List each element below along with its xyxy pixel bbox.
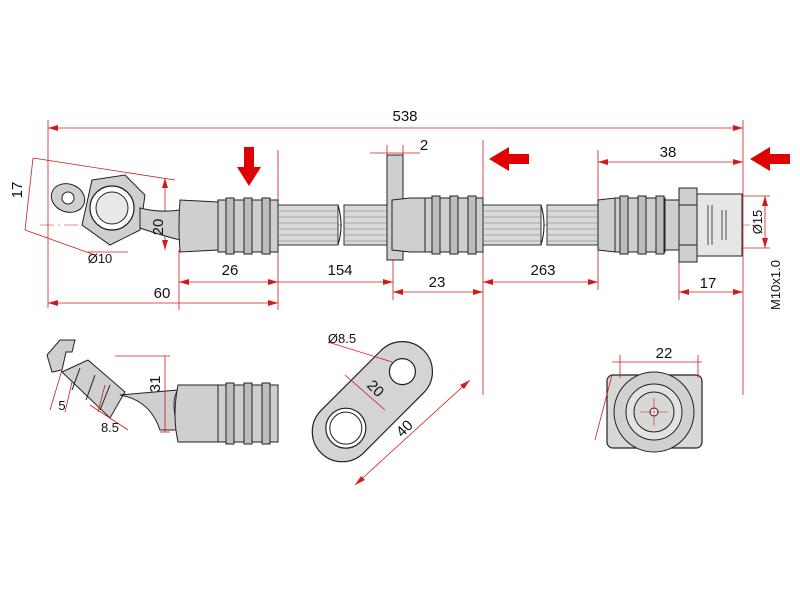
dim-arrowhead xyxy=(268,279,278,285)
leader-line xyxy=(327,341,393,363)
dim-arrowhead xyxy=(162,240,168,250)
dim-arrowhead xyxy=(355,476,365,485)
hose-segment-1 xyxy=(277,204,393,246)
dim-23-label: 23 xyxy=(429,274,446,291)
dim-arrowhead xyxy=(383,279,393,285)
dim-22-label: 22 xyxy=(656,345,673,362)
dim-line-20-bracket xyxy=(344,374,386,411)
dim-38-label: 38 xyxy=(660,144,677,161)
bracket-plate xyxy=(311,340,434,463)
dim-arrowhead xyxy=(588,279,598,285)
dim-arrowhead xyxy=(393,289,403,295)
dim-26-label: 26 xyxy=(222,262,239,279)
dim-line-17-angled xyxy=(24,157,34,231)
crimp-ferrule-right xyxy=(597,195,680,255)
dim-arrowhead xyxy=(473,289,483,295)
hose-segment-2 xyxy=(482,204,599,246)
ext-line xyxy=(49,369,63,411)
ext-line xyxy=(24,229,96,256)
dim-hole-label: Ø8.5 xyxy=(328,331,356,346)
dim-31-label: 31 xyxy=(147,376,164,393)
mid-bracket-fitting xyxy=(386,154,484,261)
dim-17-angled-label: 17 xyxy=(9,182,26,199)
dim-263-label: 263 xyxy=(530,262,555,279)
dim-arrowhead xyxy=(48,300,58,306)
dim-arrowhead xyxy=(48,125,58,131)
tube-nut xyxy=(678,187,743,263)
dim-arrowhead xyxy=(268,300,278,306)
dim-arrowhead xyxy=(598,159,608,165)
dim-arrowhead xyxy=(733,125,743,131)
crimp-ferrule-left xyxy=(178,197,279,255)
dim-60-label: 60 xyxy=(154,285,171,302)
dim-17-end-label: 17 xyxy=(700,275,717,292)
dim-5-label: 5 xyxy=(58,398,65,413)
banjo-eye-fitting xyxy=(50,174,181,246)
ext-line xyxy=(97,384,106,413)
dim-arrowhead xyxy=(179,279,189,285)
dim-2-label: 2 xyxy=(420,137,428,154)
dim-arrowhead xyxy=(762,196,768,206)
dim-arrowhead xyxy=(483,279,493,285)
dim-538-label: 538 xyxy=(392,108,417,125)
ext-line xyxy=(32,157,176,181)
dim-arrowhead xyxy=(679,289,689,295)
dim-line-40 xyxy=(354,379,471,486)
dim-8-5-label: 8.5 xyxy=(101,420,119,435)
dim-arrowhead xyxy=(733,159,743,165)
arrow-left-icon xyxy=(489,147,529,171)
arrow-down-icon xyxy=(237,147,261,186)
dim-arrowhead xyxy=(162,178,168,188)
side-view-fitting xyxy=(46,339,279,445)
dim-arrowhead xyxy=(460,380,470,389)
ext-line xyxy=(89,404,129,431)
ext-line xyxy=(64,381,73,413)
dim-bore-label: Ø10 xyxy=(88,251,113,266)
dim-20-label: 20 xyxy=(150,219,167,236)
dim-thread-label: M10x1.0 xyxy=(768,260,783,310)
arrow-left-icon xyxy=(750,147,790,171)
dim-arrowhead xyxy=(762,238,768,248)
ext-line xyxy=(594,374,613,441)
dim-154-label: 154 xyxy=(327,262,352,279)
dim-nut-dia-label: Ø15 xyxy=(750,210,765,235)
dim-arrowhead xyxy=(733,289,743,295)
